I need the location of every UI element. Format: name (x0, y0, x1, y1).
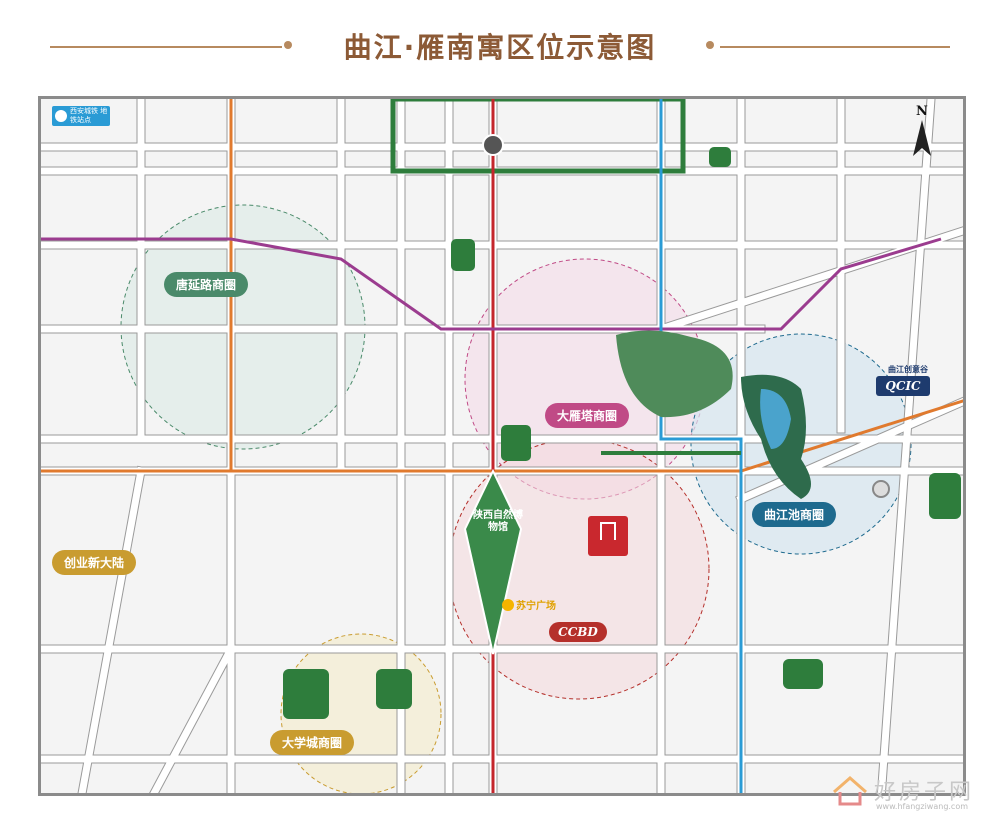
city-wall-frame (390, 99, 686, 174)
suning-logo-icon (502, 599, 514, 611)
park-small-1 (451, 239, 475, 271)
suning-text: 苏宁广场 (516, 601, 556, 612)
watermark: 好房子网 www.hfangziwang.com (830, 772, 1000, 822)
park-small-3 (709, 147, 731, 167)
district-label-daxuecheng[interactable]: 大学城商圈 (270, 730, 355, 755)
compass: N (905, 104, 939, 160)
qcic-badge[interactable]: QCIC (876, 376, 930, 396)
metro-legend-badge: 西安城铁 地铁站点 (52, 106, 110, 126)
metro-line-blue (659, 99, 743, 793)
park-small-7 (376, 669, 412, 709)
bell-tower-marker (482, 134, 504, 156)
metro-lines (41, 99, 963, 793)
metro-line-purple (41, 237, 942, 331)
district-label-tangyan[interactable]: 唐延路商圈 (164, 272, 249, 297)
map-frame[interactable] (38, 96, 966, 796)
ccbd-badge[interactable]: CCBD (549, 622, 607, 642)
title-row: 曲江·雁南寓区位示意图 (0, 0, 1000, 88)
park-small-4 (929, 473, 961, 519)
title-dot-right (706, 41, 714, 49)
district-label-chuangye[interactable]: 创业新大陆 (52, 550, 137, 575)
roundabout-marker (872, 480, 890, 498)
nature-museum-park (463, 468, 523, 655)
compass-north-label: N (916, 104, 928, 119)
compass-arrow-icon (913, 120, 931, 156)
house-logo-icon (833, 776, 867, 806)
park-small-6 (283, 669, 329, 719)
watermark-text: 好房子网 (874, 780, 975, 805)
watermark-url: www.hfangziwang.com (876, 802, 969, 811)
dayanta-park (616, 330, 733, 418)
district-label-qujiangchi[interactable]: 曲江池商圈 (752, 502, 837, 527)
map-canvas (41, 99, 963, 793)
park-small-5 (783, 659, 823, 689)
nature-museum-label: 陕西自然博物馆 (473, 510, 523, 533)
park-small-2 (501, 425, 531, 461)
title-rule-right (720, 46, 950, 48)
metro-legend-text: 西安城铁 地铁站点 (70, 107, 108, 124)
project-marker[interactable] (588, 516, 628, 556)
district-label-dayanta[interactable]: 大雁塔商圈 (545, 403, 630, 428)
title-rule-left (50, 46, 282, 48)
qcic-caption: 曲江创意谷 (888, 365, 928, 374)
title-dot-left (284, 41, 292, 49)
project-logo-icon (600, 522, 616, 540)
metro-logo-icon (55, 110, 67, 122)
map-title: 曲江·雁南寓区位示意图 (343, 31, 657, 64)
suning-plaza-label: 苏宁广场 (502, 597, 556, 612)
qujiang-lake-water (760, 389, 791, 449)
